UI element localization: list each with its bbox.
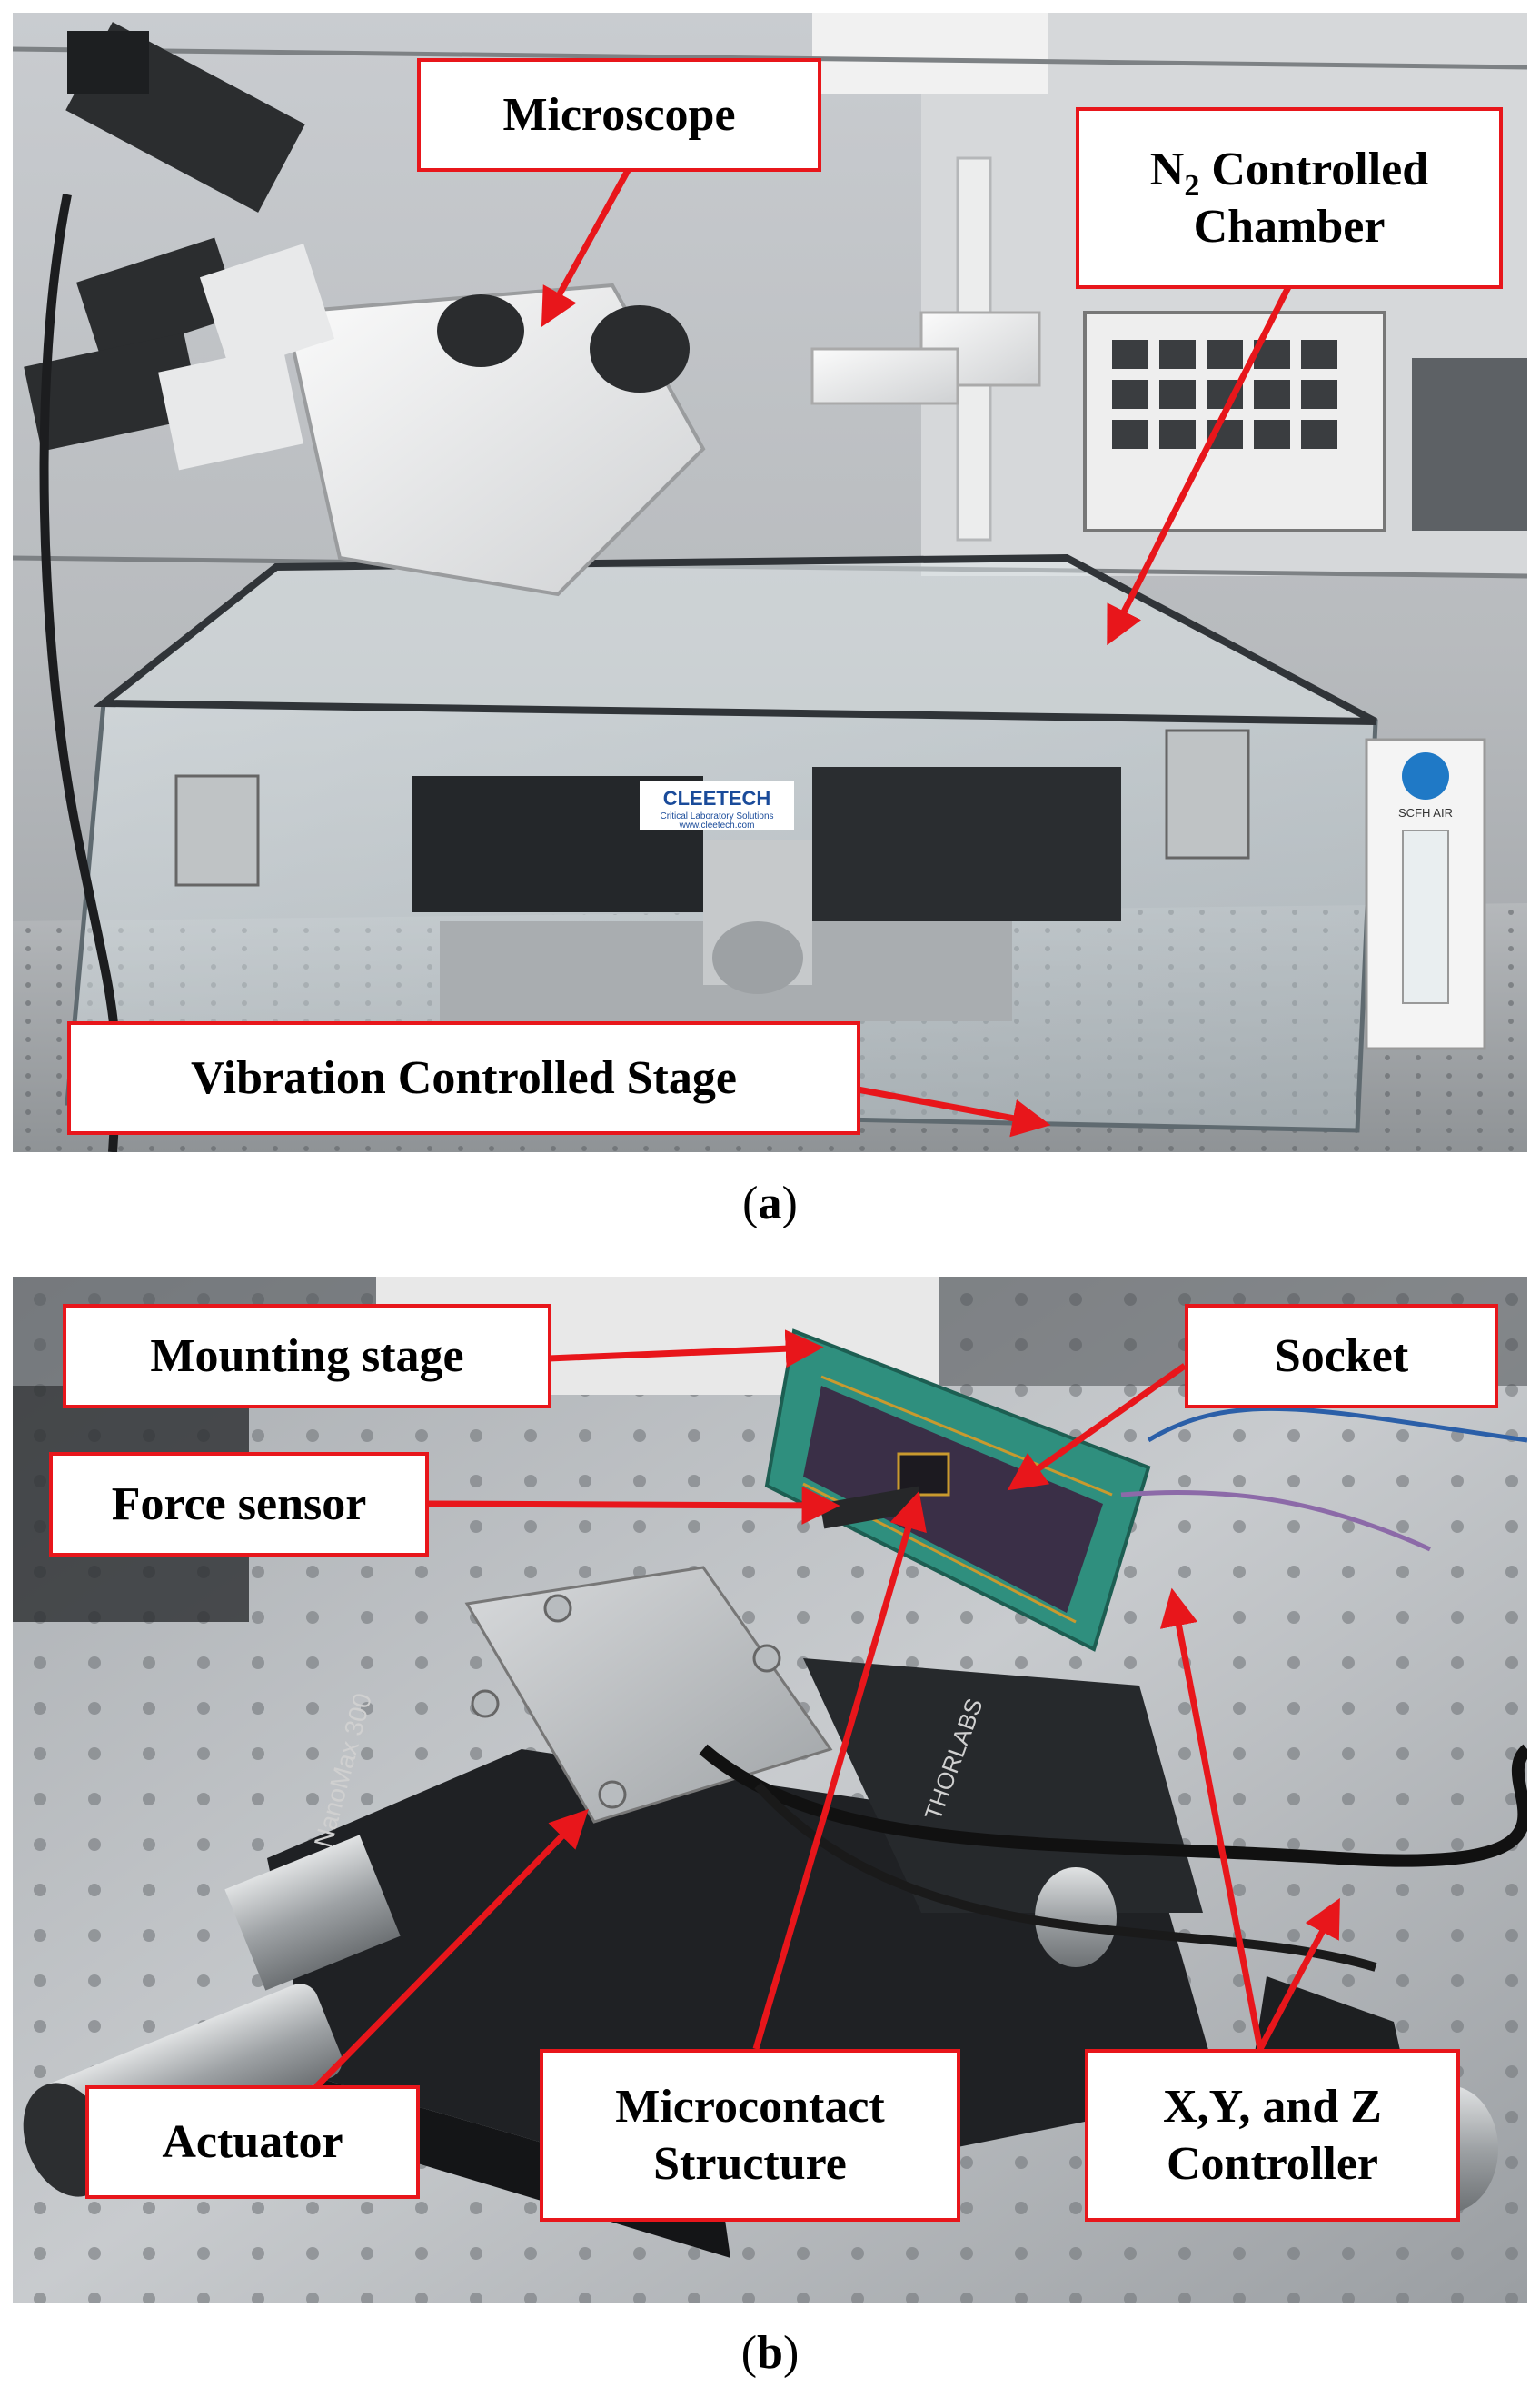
chamber-callout-line2: Chamber bbox=[1193, 201, 1386, 253]
panel-label-b-close: ) bbox=[782, 2327, 800, 2379]
actuator-callout-text: Actuator bbox=[162, 2115, 343, 2168]
chamber-callout: N2 Controlled Chamber bbox=[1076, 107, 1503, 289]
brand-logo-text: CLEETECH bbox=[663, 787, 771, 810]
panel-label-b: (b) bbox=[0, 2326, 1540, 2380]
microscope-callout-text: Microscope bbox=[502, 88, 736, 141]
chamber-line1-rest: Controlled bbox=[1199, 143, 1429, 195]
chamber-symbol: N bbox=[1149, 143, 1185, 195]
panel-label-a-close: ) bbox=[781, 1178, 798, 1229]
controller-callout-line1: X,Y, and Z bbox=[1163, 2080, 1382, 2133]
panel-label-a: (a) bbox=[0, 1177, 1540, 1230]
flowmeter-label: SCFH AIR bbox=[1398, 806, 1453, 820]
xyz-controller-callout: X,Y, and Z Controller bbox=[1085, 2049, 1460, 2222]
photo-panel-b: THORLABS NanoMax 300 bbox=[13, 1277, 1527, 2303]
actuator-callout: Actuator bbox=[85, 2085, 420, 2199]
panel-label-b-open: ( bbox=[740, 2327, 758, 2379]
microscope-callout: Microscope bbox=[417, 58, 821, 172]
chamber-subscript: 2 bbox=[1184, 168, 1200, 203]
brand-tagline-text: Critical Laboratory Solutions bbox=[660, 811, 773, 821]
vibration-stage-callout-text: Vibration Controlled Stage bbox=[191, 1051, 737, 1104]
mounting-stage-callout-text: Mounting stage bbox=[150, 1329, 464, 1382]
microcontact-callout-line1: Microcontact bbox=[615, 2080, 885, 2133]
brand-url-text: www.cleetech.com bbox=[679, 821, 755, 830]
mounting-stage-callout: Mounting stage bbox=[63, 1304, 551, 1408]
force-sensor-callout: Force sensor bbox=[49, 1452, 429, 1557]
controller-callout-line2: Controller bbox=[1167, 2138, 1378, 2190]
microcontact-structure-callout: Microcontact Structure bbox=[540, 2049, 960, 2222]
microcontact-callout-line2: Structure bbox=[653, 2138, 847, 2190]
socket-callout: Socket bbox=[1185, 1304, 1498, 1408]
force-sensor-callout-text: Force sensor bbox=[111, 1477, 367, 1530]
chamber-callout-line1: N2 Controlled bbox=[1149, 141, 1429, 202]
panel-label-b-letter: b bbox=[757, 2327, 783, 2379]
photo-panel-a: CLEETECH Critical Laboratory Solutions w… bbox=[13, 13, 1527, 1152]
panel-label-a-open: ( bbox=[742, 1178, 759, 1229]
socket-callout-text: Socket bbox=[1274, 1329, 1409, 1382]
panel-label-a-letter: a bbox=[758, 1178, 782, 1229]
vibration-stage-callout: Vibration Controlled Stage bbox=[67, 1021, 860, 1135]
